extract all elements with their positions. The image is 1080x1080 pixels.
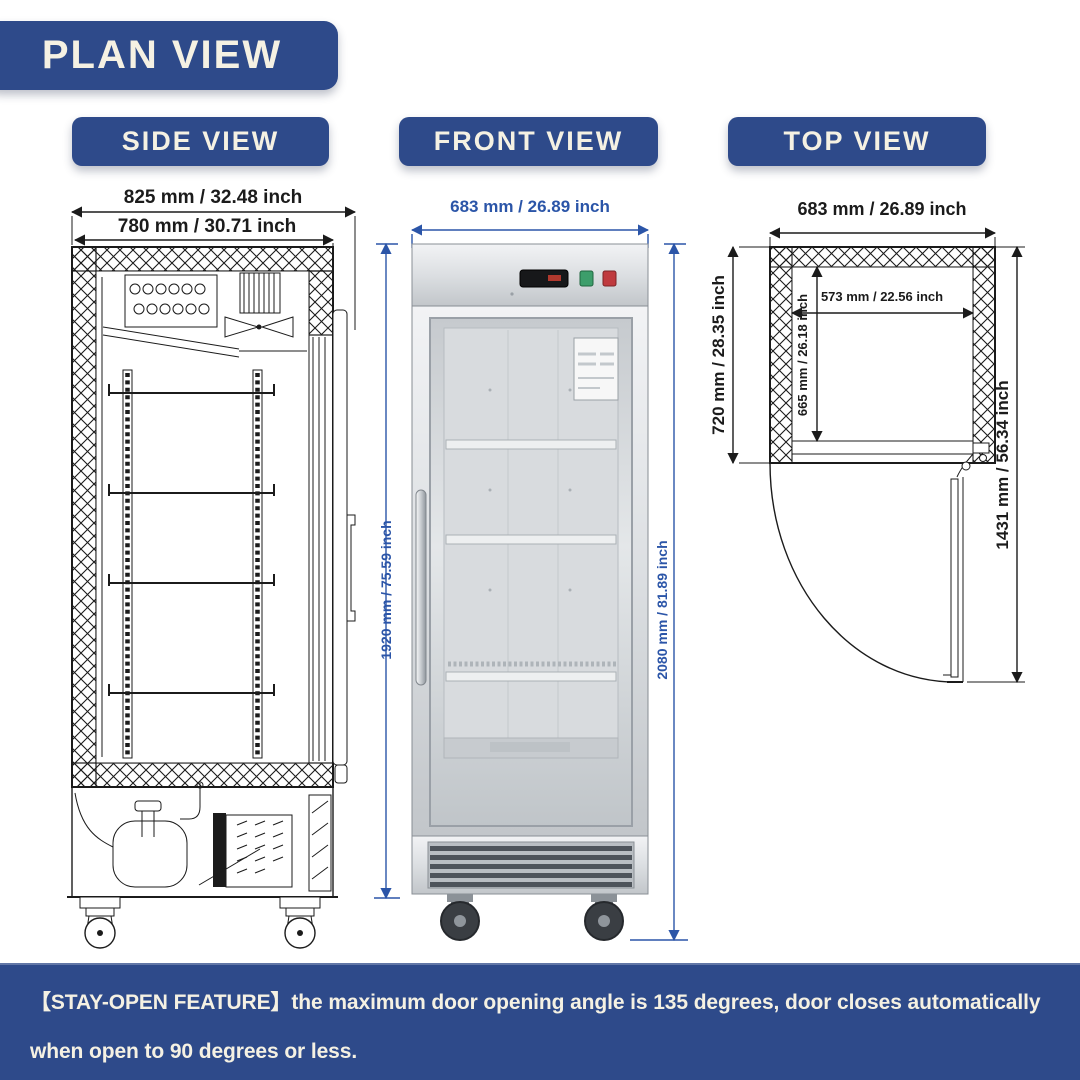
top-inner-width-dim: 573 mm / 22.56 inch: [821, 289, 943, 304]
side-fan: [224, 272, 307, 352]
front-caster-left: [440, 894, 480, 941]
side-condenser: [198, 813, 293, 888]
front-caster-right: [584, 894, 624, 941]
top-door-swing-arc: [769, 462, 956, 683]
front-door-handle: [415, 489, 427, 686]
top-door-open-dim: 1431 mm / 56.34 inch: [993, 380, 1012, 549]
front-shelves: [445, 439, 617, 682]
front-view-banner: FRONT VIEW: [399, 117, 658, 166]
top-view-label: TOP VIEW: [783, 126, 931, 156]
side-shelf-rails: [122, 369, 263, 759]
front-overall-height-dim: 2080 mm / 81.89 inch: [654, 540, 670, 679]
top-width-dim: 683 mm / 26.89 inch: [797, 199, 966, 219]
top-view-banner: TOP VIEW: [728, 117, 986, 166]
front-body-height-dim: 1920 mm / 75.59 inch: [378, 520, 394, 659]
top-door-closed-slab: [791, 440, 974, 455]
side-glass-door: [312, 309, 356, 784]
front-width-dim: 683 mm / 26.89 inch: [450, 197, 610, 216]
side-view-banner: SIDE VIEW: [72, 117, 329, 166]
side-evaporator: [102, 274, 240, 358]
front-glass-door: [411, 305, 649, 837]
power-button-green: [579, 270, 594, 287]
front-fridge: [411, 243, 649, 941]
front-grille: [411, 835, 649, 895]
temperature-display: [519, 269, 569, 288]
top-open-door: [769, 453, 974, 683]
plan-view-title-banner: PLAN VIEW: [0, 21, 338, 90]
page-title: PLAN VIEW: [41, 33, 283, 77]
side-view-label: SIDE VIEW: [121, 126, 280, 156]
side-door-handle: [346, 514, 356, 622]
front-view-label: FRONT VIEW: [433, 126, 624, 156]
top-inner-depth-dim: 665 mm / 26.18 inch: [795, 294, 810, 416]
side-caster-left: [79, 896, 121, 949]
side-caster-right: [279, 896, 321, 949]
light-button-red: [602, 270, 617, 287]
top-view-drawing: 683 mm / 26.89 inch 720 mm / 28.35 inch …: [709, 199, 1025, 684]
stay-open-feature-note: 【STAY-OPEN FEATURE】the maximum door open…: [30, 991, 1041, 1063]
side-view-drawing: 825 mm / 32.48 inch 780 mm / 30.71 inch: [67, 187, 357, 949]
side-machine-compartment: [67, 781, 338, 898]
top-outer-depth-dim: 720 mm / 28.35 inch: [709, 275, 728, 435]
footer-banner: 【STAY-OPEN FEATURE】the maximum door open…: [0, 963, 1080, 1080]
spec-sticker: [573, 337, 619, 401]
side-overall-depth-dim: 825 mm / 32.48 inch: [124, 187, 303, 208]
side-shelves: [108, 384, 275, 696]
side-body-depth-dim: 780 mm / 30.71 inch: [118, 216, 297, 237]
front-view-drawing: 683 mm / 26.89 inch: [374, 197, 688, 942]
side-compressor: [74, 792, 188, 888]
top-cabinet: [769, 246, 996, 464]
